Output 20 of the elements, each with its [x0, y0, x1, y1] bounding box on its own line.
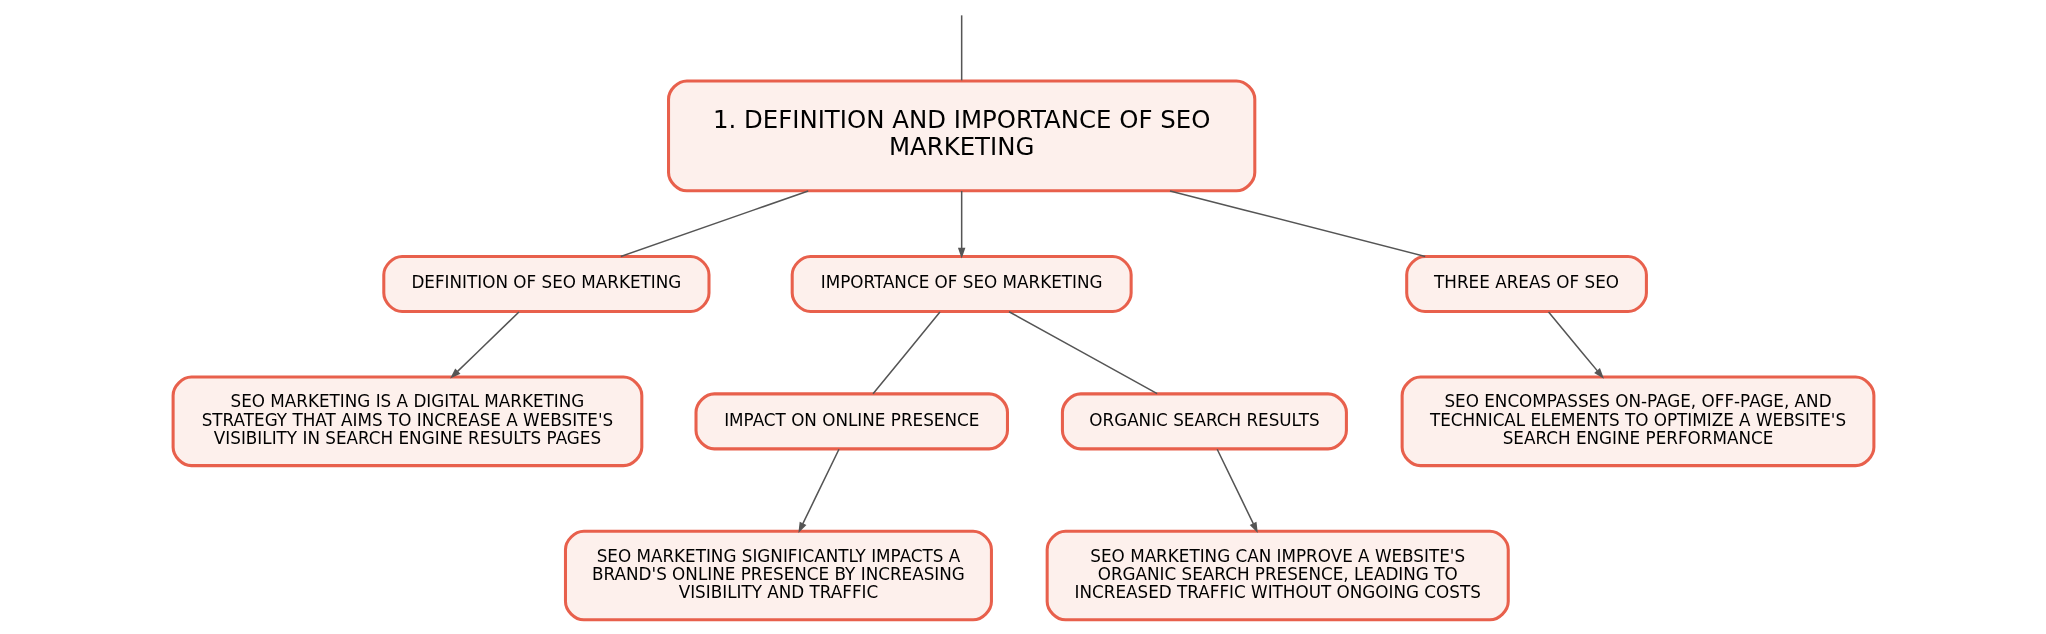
- node-box: DEFINITION OF SEO MARKETING: [381, 254, 710, 313]
- node-box: SEO MARKETING IS A DIGITAL MARKETING STRATEGY THAT AIMS TO INCREASE A WEBSITE'S VISIBILITY IN SEARCH ENGINE RESULTS PAGES: [171, 375, 643, 468]
- node-box: IMPORTANCE OF SEO MARKETING: [790, 254, 1133, 313]
- connector: [871, 311, 941, 395]
- connector: [1007, 310, 1158, 395]
- node-box: 1. DEFINITION AND IMPORTANCE OF SEO MARKETING: [666, 79, 1256, 193]
- arrow: [1215, 448, 1258, 533]
- arrow: [1547, 311, 1604, 379]
- node-box: THREE AREAS OF SEO: [1404, 254, 1648, 313]
- node-box: SEO MARKETING CAN IMPROVE A WEBSITE'S ORGANIC SEARCH PRESENCE, LEADING TO INCREASED TRAFFIC WITHOUT ONGOING COSTS: [1045, 529, 1510, 622]
- connector: [619, 190, 809, 258]
- arrow: [797, 448, 840, 533]
- arrow: [957, 190, 965, 259]
- node-box: ORGANIC SEARCH RESULTS: [1060, 392, 1348, 451]
- connector: [960, 14, 962, 82]
- connector: [1168, 190, 1426, 258]
- node-box: SEO MARKETING SIGNIFICANTLY IMPACTS A BRAND'S ONLINE PRESENCE BY INCREASING VISIBILITY AND TRAFFIC: [563, 529, 993, 622]
- arrow: [449, 311, 520, 379]
- node-box: IMPACT ON ONLINE PRESENCE: [694, 392, 1009, 451]
- node-box: SEO ENCOMPASSES ON-PAGE, OFF-PAGE, AND TECHNICAL ELEMENTS TO OPTIMIZE A WEBSITE'S SEARCH ENGINE PERFORMANCE: [1400, 375, 1875, 468]
